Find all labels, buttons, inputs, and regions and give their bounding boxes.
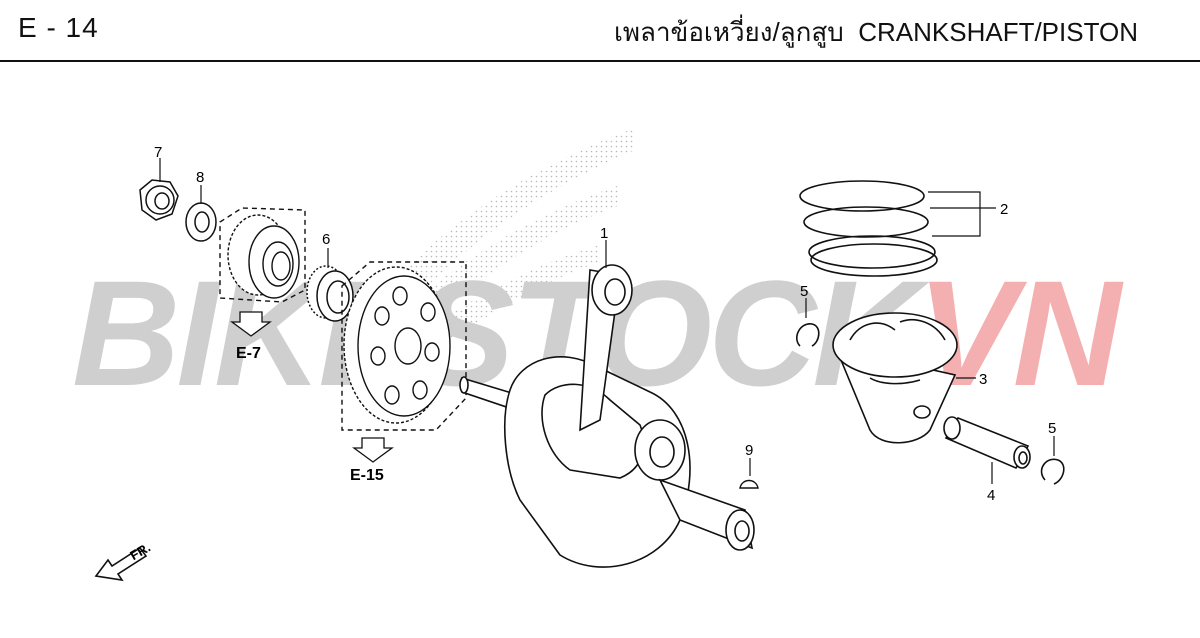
arrow-to-e7[interactable]: E-7 [230, 311, 272, 362]
watermark-text: BIKESTOCKVN [72, 249, 1124, 417]
page-header: E - 14 เพลาข้อเหวี่ยง/ลูกสูบ CRANKSHAFT/… [0, 0, 1200, 62]
callout-2-leader [928, 191, 996, 237]
callout-5-left: 5 [800, 283, 808, 300]
balancer-drive-gear[interactable] [341, 261, 467, 431]
watermark-gray: BIKESTOCK [72, 249, 930, 417]
callout-8: 8 [196, 169, 204, 186]
callout-4: 4 [987, 487, 995, 504]
page-title-thai: เพลาข้อเหวี่ยง/ลูกสูบ [613, 17, 844, 47]
callout-7: 7 [154, 144, 162, 161]
part-5-circlip-left[interactable] [796, 298, 820, 347]
callout-1: 1 [600, 225, 608, 242]
arrow-to-e15[interactable]: E-15 [350, 437, 394, 484]
callout-3: 3 [979, 371, 987, 388]
callout-9: 9 [745, 442, 753, 459]
part-8-washer[interactable] [185, 202, 217, 242]
part-4-piston-pin[interactable] [943, 416, 1031, 470]
wing-logo-watermark [360, 128, 635, 356]
part-3-piston[interactable] [832, 312, 958, 444]
page-title: เพลาข้อเหวี่ยง/ลูกสูบ CRANKSHAFT/PISTON [614, 12, 1138, 53]
primary-drive-gear[interactable] [219, 207, 306, 303]
page-code: E - 14 [18, 12, 99, 43]
part-2-piston-rings[interactable] [799, 180, 938, 277]
front-direction-arrow: FR. [94, 540, 153, 582]
part-5-circlip-right[interactable] [1040, 436, 1065, 485]
part-1-crankshaft[interactable] [459, 264, 755, 568]
callout-5-right: 5 [1048, 420, 1056, 437]
ref-e7[interactable]: E-7 [236, 345, 261, 362]
parts-diagram: BIKESTOCKVN 7 8 E-7 6 [72, 128, 1128, 582]
callout-6: 6 [322, 231, 330, 248]
ref-e15[interactable]: E-15 [350, 467, 384, 484]
callout-2: 2 [1000, 201, 1008, 218]
page-title-english: CRANKSHAFT/PISTON [858, 17, 1138, 47]
part-7-nut[interactable] [139, 179, 179, 221]
header-rule [0, 60, 1200, 62]
part-9-key[interactable] [739, 458, 759, 489]
